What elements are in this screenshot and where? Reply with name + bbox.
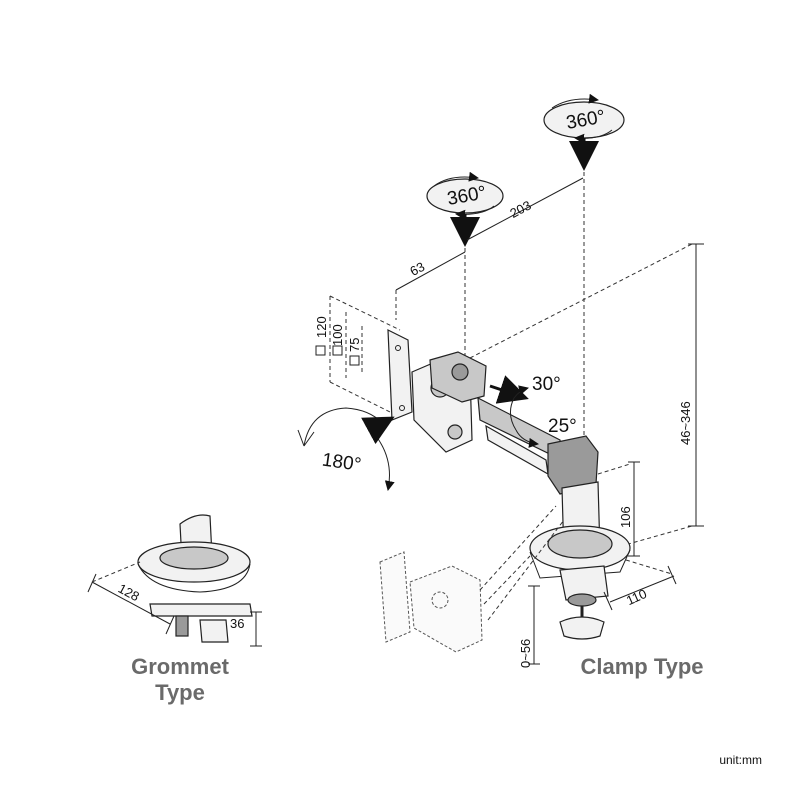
grommet-width-dimension: 128: [87, 561, 175, 635]
grommet-width-value: 128: [116, 581, 142, 604]
arm-length-value: 203: [507, 197, 533, 220]
vesa-120-square-icon: [315, 345, 326, 356]
pole-height-value: 106: [618, 506, 633, 528]
vesa-75-square-icon: [349, 355, 360, 366]
head-offset-line: [395, 251, 466, 291]
clamp-bracket: [559, 565, 609, 601]
rotation-indicator: 180°: [297, 407, 395, 491]
grommet-width-guide: [91, 561, 141, 583]
grommet-bar: [149, 603, 253, 617]
ghost-arm-line: [479, 505, 557, 591]
top-swivel-indicator: 360°: [543, 93, 625, 171]
vesa-bottom-guide: [329, 381, 391, 413]
tilt-up-arrow-icon: [510, 385, 529, 431]
grommet-depth-value: 36: [230, 616, 244, 631]
clamp-knob: [559, 616, 605, 640]
clamp-range-dimension: 0~56: [518, 585, 540, 668]
grommet-base-rim: [137, 563, 251, 593]
vesa-plate: [387, 329, 487, 453]
mid-swivel-indicator: 360°: [426, 171, 504, 247]
tilt-knob-lower: [447, 424, 463, 440]
ghost-arm-line: [487, 519, 565, 621]
tilt-indicator: 30° 25°: [489, 374, 577, 448]
clamp-base: [529, 481, 631, 640]
rotation-arrow-down-icon: [375, 435, 395, 491]
top-swivel-arrow-return-icon: [574, 129, 613, 144]
rotation-arrow-left-icon: [297, 429, 315, 447]
rotation-pointer-arrow-icon: [361, 416, 395, 445]
arm-assembly: [477, 396, 599, 495]
vesa-dimensions: 120 100 75: [314, 295, 401, 413]
grommet-type-label-line1: Grommet: [131, 654, 229, 679]
grommet-mount: [137, 514, 253, 643]
clamp-pad: [567, 593, 597, 607]
vesa-top-guide: [329, 295, 401, 331]
ghost-tilt-head: [409, 565, 483, 653]
vesa-120-value: 120: [314, 316, 329, 338]
top-swivel-arrow-icon: [551, 93, 599, 109]
tilt-down-arrow-icon: [515, 429, 539, 448]
clamp-depth-tick: [603, 591, 613, 611]
vesa-75-value: 75: [347, 338, 362, 352]
clamp-depth-dimension: 110: [603, 559, 677, 611]
clamp-depth-value: 110: [624, 586, 649, 608]
head-offset-value: 63: [407, 259, 427, 279]
unit-label: unit:mm: [719, 753, 762, 767]
mid-swivel-arrow-icon: [433, 171, 479, 187]
ghost-vesa-plate: [379, 551, 411, 643]
ghost-arm-line: [483, 555, 531, 605]
rotation-label: 180°: [321, 450, 363, 476]
base-collar: [547, 529, 613, 559]
grommet-collar: [159, 546, 229, 570]
tilt-pointer-arrow-icon: [489, 375, 529, 404]
grommet-washer: [199, 619, 229, 643]
grommet-width-line: [91, 581, 171, 625]
head-offset-dimension: 63: [395, 248, 466, 360]
clamp-type-label: Clamp Type: [580, 654, 703, 679]
grommet-type-label-line2: Type: [155, 680, 205, 705]
vesa-plate-body: [387, 329, 413, 421]
vesa-hole: [395, 345, 401, 351]
height-range-value: 46~346: [678, 401, 693, 445]
arm-length-line: [466, 177, 584, 241]
vesa-hole: [399, 405, 405, 411]
grommet-width-tick: [165, 615, 175, 635]
grommet-width-tick: [87, 573, 97, 593]
height-range-top-guide: [469, 243, 693, 359]
vesa-100-square-icon: [332, 345, 343, 356]
clamp-depth-line: [609, 575, 675, 603]
tilt-down-label: 25°: [548, 416, 577, 437]
mid-swivel-arrow-return-icon: [455, 205, 495, 220]
swivel-bolt: [451, 363, 469, 381]
clamp-depth-tick: [667, 565, 677, 585]
lowered-position-ghost: [379, 505, 565, 653]
grommet-bolt: [175, 615, 189, 637]
grommet-depth-dimension: 36: [230, 611, 262, 647]
clamp-range-value: 0~56: [518, 639, 533, 668]
tilt-up-label: 30°: [532, 374, 561, 395]
ghost-knob: [431, 591, 449, 609]
pole-height-guide: [597, 463, 631, 475]
clamp-depth-guide: [625, 559, 673, 575]
pole-height-dimension: 106: [597, 461, 640, 557]
vesa-100-value: 100: [330, 324, 345, 346]
